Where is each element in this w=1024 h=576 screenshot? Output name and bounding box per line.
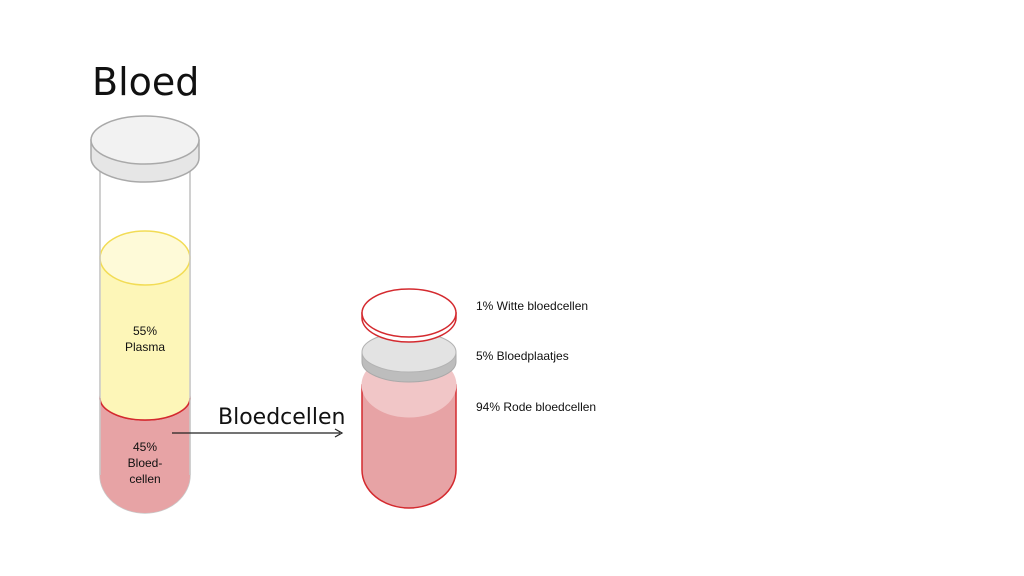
arrow-head [334,428,344,438]
cells-percent: 45% [133,440,157,454]
platelets-label: 5% Bloedplaatjes [476,349,569,363]
plasma-percent: 55% [133,324,157,338]
arrow-label: Bloedcellen [218,405,346,430]
arrow: Bloedcellen [172,405,346,438]
plasma-cells-boundary [99,397,191,421]
plasma-layer-top [99,230,191,286]
cells-label-line2: cellen [129,472,160,486]
page-title: Bloed [92,60,199,104]
red-cells-label: 94% Rode bloedcellen [476,400,596,414]
cell-components: 1% Witte bloedcellen 5% Bloedplaatjes 94… [361,288,596,509]
test-tube: 55% Plasma 45% Bloed- cellen [90,115,200,514]
white-cells-label: 1% Witte bloedcellen [476,299,588,313]
plasma-label: Plasma [125,340,165,354]
cells-label-line1: Bloed- [128,456,163,470]
plasma-layer [100,258,190,420]
tube-cap [90,115,200,165]
cells-layer [100,398,190,513]
white-cells-disc [361,288,457,338]
red-cells-cylinder [361,384,457,509]
